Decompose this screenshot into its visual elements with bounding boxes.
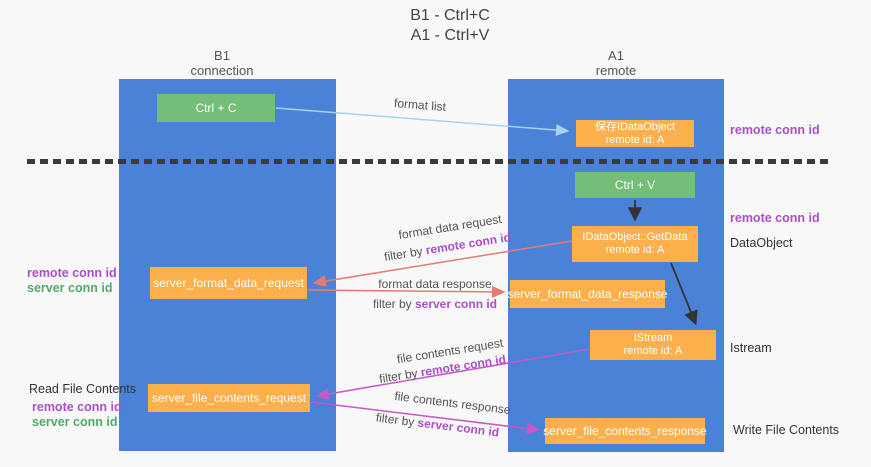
server-file-contents-response-label: server_file_contents_response — [543, 424, 707, 438]
save-idataobject-line2: remote id: A — [605, 133, 665, 146]
filter-by-text: filter by — [375, 410, 419, 430]
remote-conn-id-label-bottom-left: remote conn id — [32, 400, 122, 414]
title-line-1: B1 - Ctrl+C — [410, 7, 490, 24]
server-conn-id-inline: server conn id — [414, 297, 498, 311]
istream-line2: remote id: A — [623, 345, 683, 357]
ctrl-c-label: Ctrl + C — [195, 101, 237, 115]
istream-box: IStream remote id: A — [590, 330, 716, 360]
right-column-header: A1 remote — [516, 48, 716, 78]
server-file-contents-request-box: server_file_contents_request — [148, 384, 310, 412]
save-idataobject-box: 保存IDataObject remote id: A — [576, 120, 694, 147]
write-file-contents-label: Write File Contents — [733, 423, 840, 437]
machine-boundary-dashed-line — [27, 159, 832, 164]
left-column-header: B1 connection — [122, 48, 322, 78]
left-column-name: B1 — [214, 48, 230, 63]
title-line-2: A1 - Ctrl+V — [410, 27, 490, 44]
istream-line1: IStream — [633, 332, 673, 344]
remote-conn-id-label-mid-left: remote conn id — [27, 266, 117, 280]
istream-side-label: Istream — [730, 341, 772, 355]
filter-by-text: filter by — [383, 243, 427, 264]
ctrl-c-box: Ctrl + C — [157, 94, 275, 122]
format-data-response-filter-label: filter by server conn id — [355, 297, 515, 311]
filter-by-text: filter by — [372, 297, 415, 311]
server-format-data-request-label: server_format_data_request — [153, 276, 304, 290]
server-format-data-request-box: server_format_data_request — [150, 267, 307, 299]
server-file-contents-response-box: server_file_contents_response — [543, 418, 707, 444]
right-column-name: A1 — [608, 48, 624, 63]
left-column-subtitle: connection — [190, 63, 254, 78]
right-column-subtitle: remote — [595, 63, 637, 78]
getdata-line2: remote id: A — [605, 244, 665, 256]
save-idataobject-line1: 保存IDataObject — [594, 120, 676, 133]
dataobject-label: DataObject — [730, 236, 793, 250]
format-list-label: format list — [393, 95, 447, 115]
server-conn-id-label-bottom-left: server conn id — [32, 415, 118, 429]
server-conn-id-inline: server conn id — [416, 415, 500, 440]
server-format-data-response-label: server_format_data_response — [507, 287, 668, 301]
filter-by-text: filter by — [378, 365, 422, 386]
format-data-response-label: format data response — [378, 277, 492, 291]
server-conn-id-label-mid-left: server conn id — [27, 281, 113, 295]
server-format-data-response-box: server_format_data_response — [507, 280, 668, 308]
idataobject-getdata-box: IDataObject::GetData remote id: A — [572, 226, 698, 262]
getdata-line1: IDataObject::GetData — [582, 231, 688, 243]
remote-conn-id-label-top-right: remote conn id — [730, 123, 820, 137]
remote-conn-id-label-mid-right: remote conn id — [730, 211, 820, 225]
ctrl-v-label: Ctrl + V — [614, 178, 656, 192]
ctrl-v-box: Ctrl + V — [575, 172, 695, 198]
diagram-title: B1 - Ctrl+C A1 - Ctrl+V — [330, 6, 570, 46]
server-file-contents-request-label: server_file_contents_request — [151, 391, 307, 405]
read-file-contents-label: Read File Contents — [29, 382, 137, 396]
